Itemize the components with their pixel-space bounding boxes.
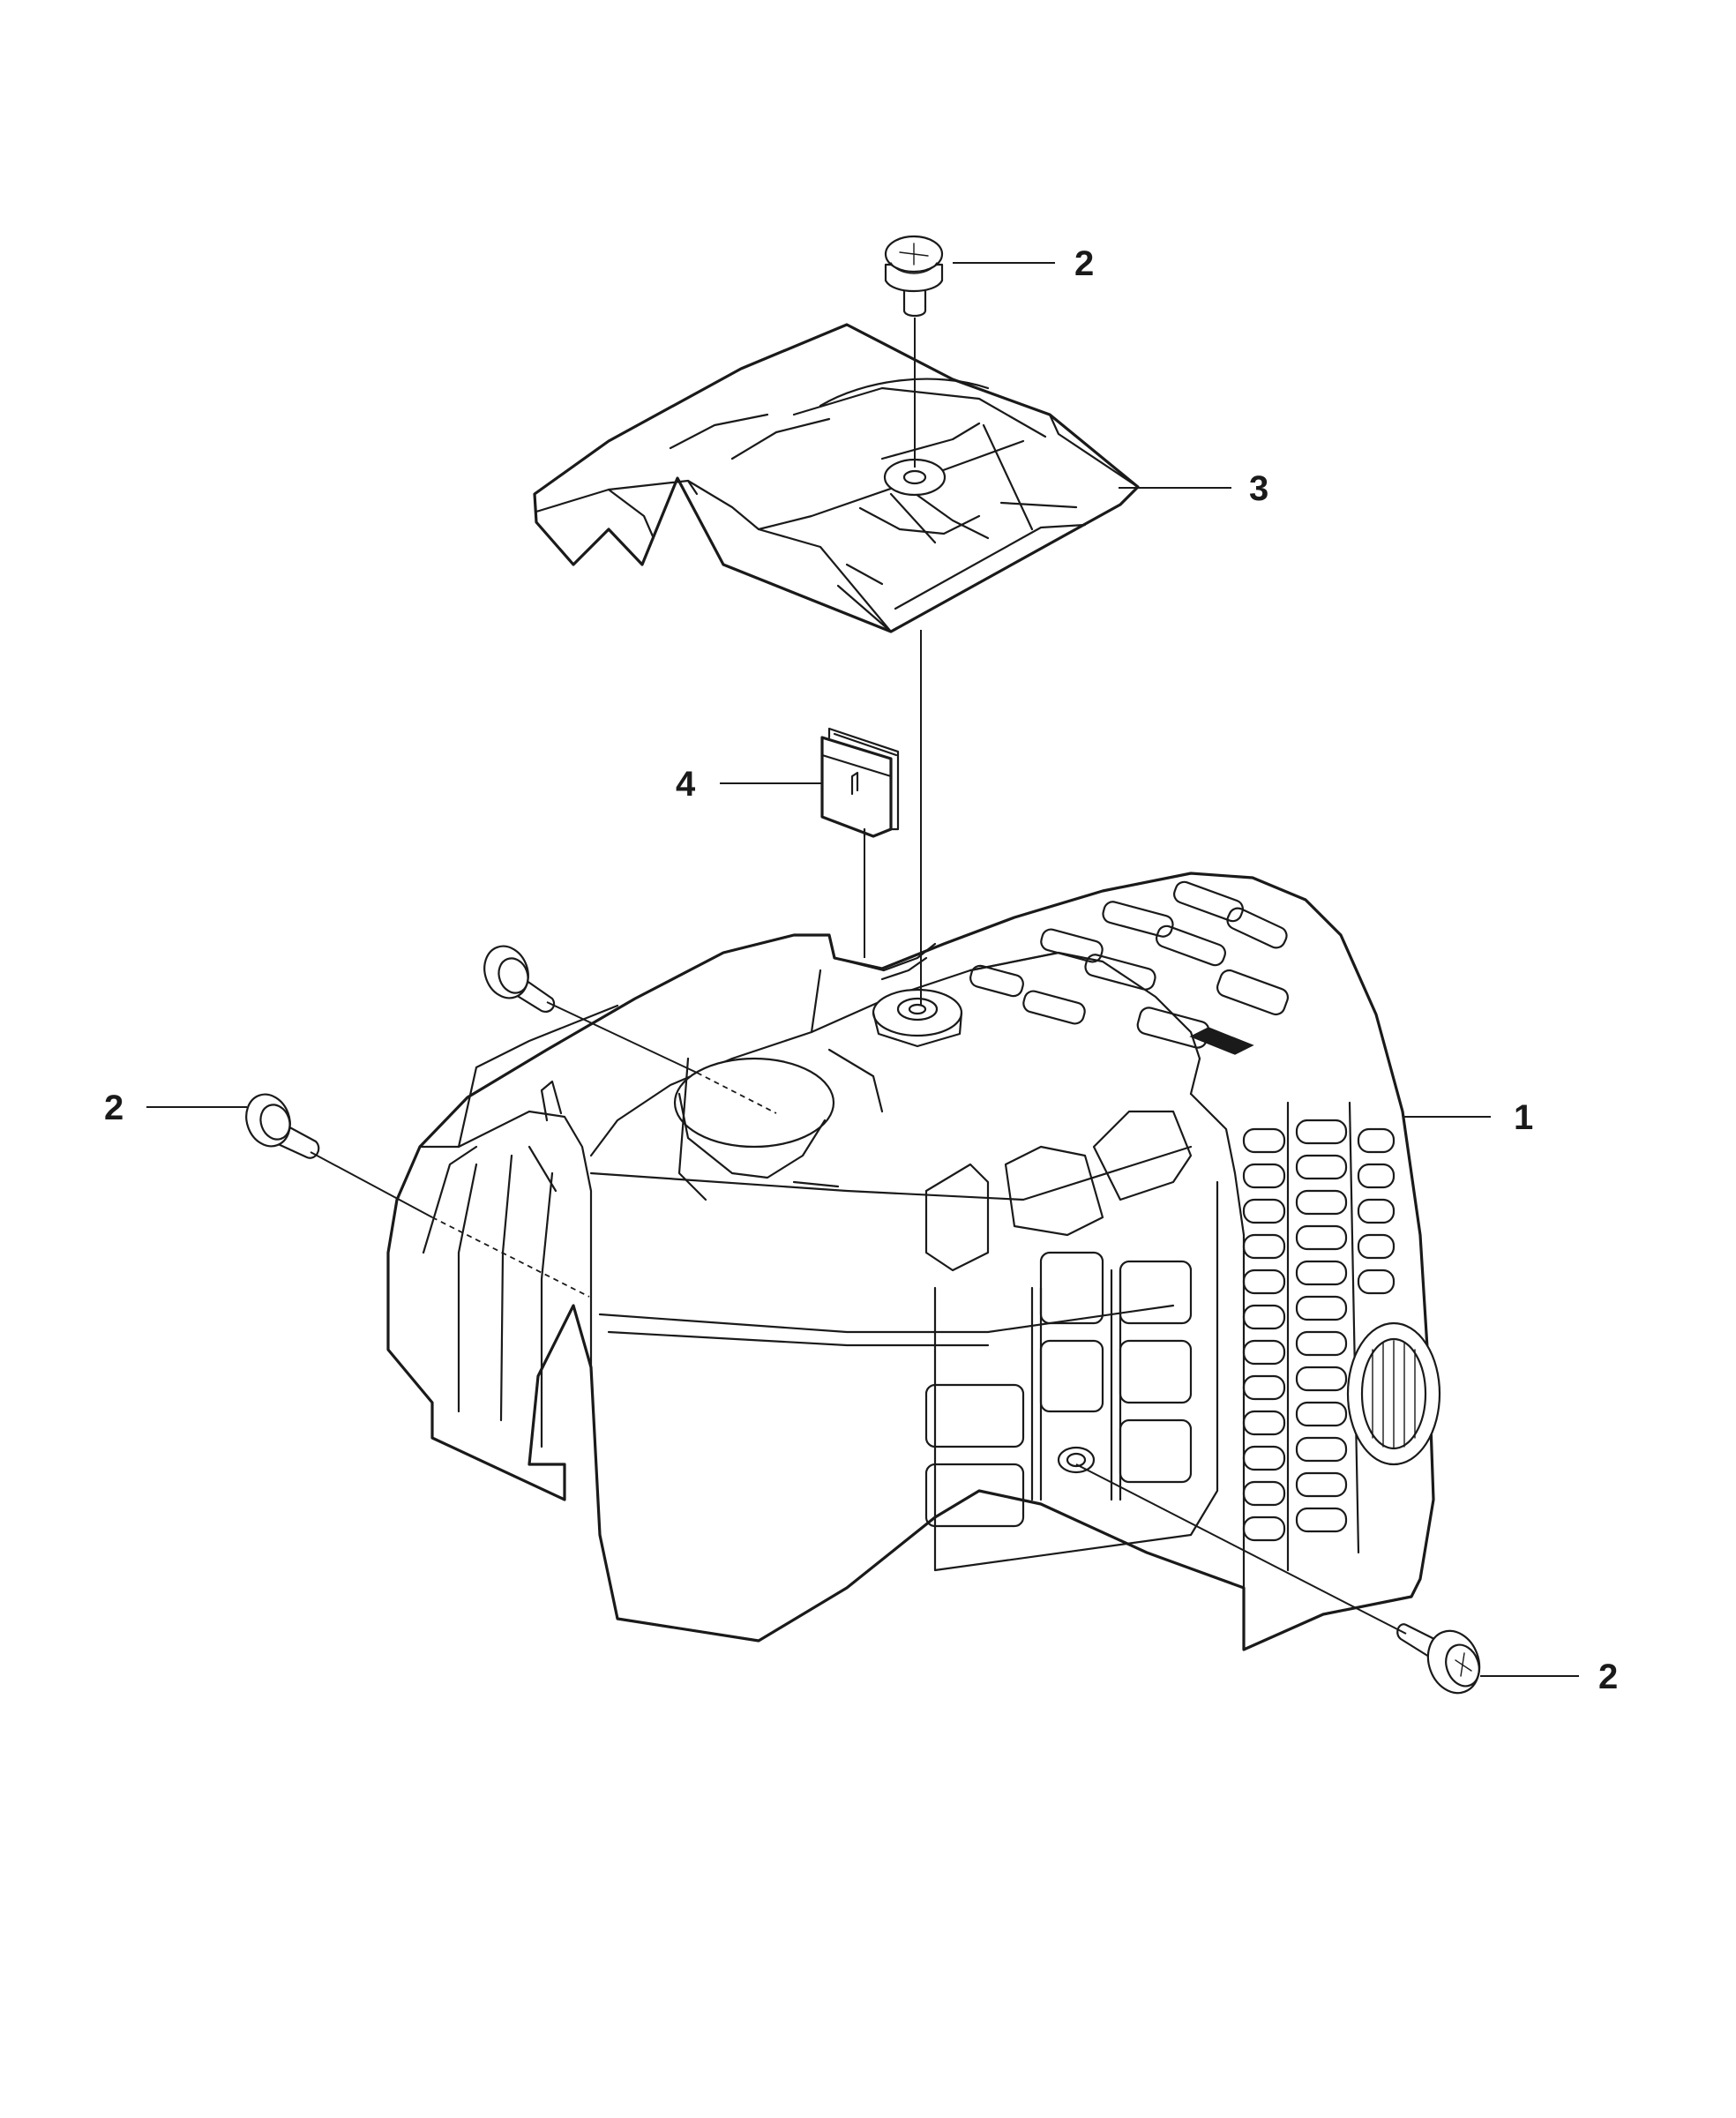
- callout-number: 4: [676, 765, 696, 804]
- screw: [483, 945, 556, 1013]
- assembly-lines: [310, 318, 1407, 1635]
- side-grille-ribs: [1242, 1119, 1396, 1542]
- callout-2-top: 2: [953, 244, 1094, 283]
- spark-plug-cap: [820, 727, 900, 838]
- top-cover: [533, 323, 1140, 633]
- callout-1: 1: [1403, 1098, 1533, 1137]
- cylinder-cover: [386, 872, 1441, 1651]
- callout-number: 2: [1074, 244, 1094, 283]
- callout-number: 3: [1249, 469, 1268, 508]
- callout-2-right: 2: [1480, 1658, 1618, 1696]
- screw: [1396, 1623, 1481, 1695]
- callout-4: 4: [676, 765, 822, 804]
- screw: [245, 1093, 320, 1159]
- callout-3: 3: [1119, 469, 1268, 508]
- callout-number: 2: [1598, 1658, 1618, 1696]
- screw: [884, 235, 944, 318]
- callout-number: 2: [104, 1089, 123, 1127]
- callout-2-left: 2: [104, 1089, 247, 1127]
- top-grille-ribs: [969, 880, 1290, 1055]
- callout-number: 1: [1514, 1098, 1533, 1137]
